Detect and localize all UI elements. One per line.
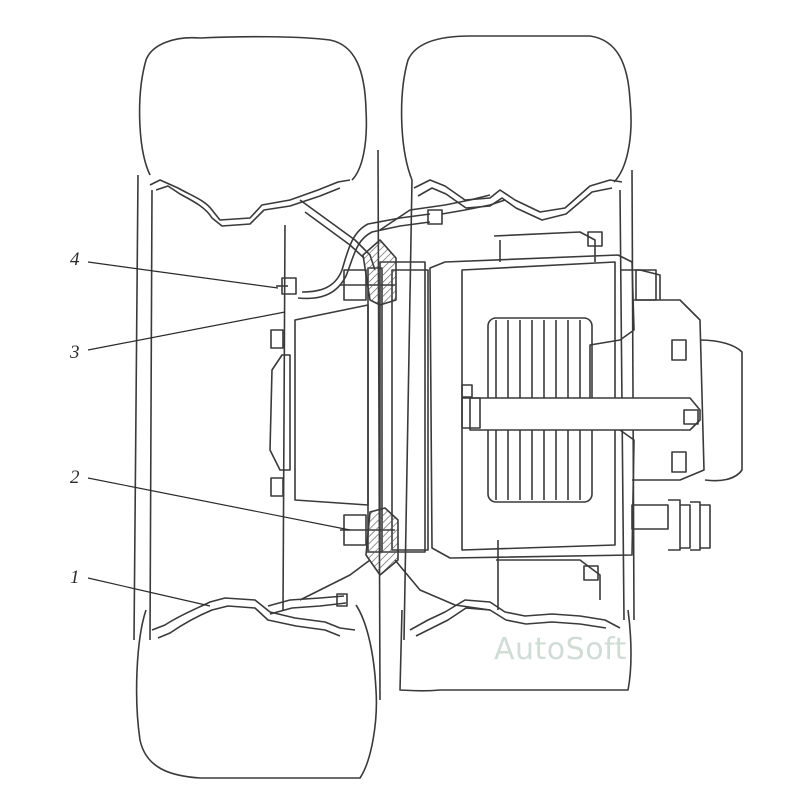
inner-tire [133, 35, 381, 779]
leader-line-1 [87, 577, 211, 607]
leader-line-4 [87, 261, 279, 289]
hub-assembly [267, 194, 506, 615]
leader-lines [87, 261, 351, 607]
leader-line-2 [87, 477, 351, 531]
callout-3: 3 [70, 342, 80, 363]
actuator-bellows [631, 499, 711, 551]
brake-caliper [429, 231, 743, 600]
leader-line-3 [87, 311, 286, 351]
callout-2: 2 [70, 467, 80, 488]
callout-4: 4 [70, 249, 80, 270]
outer-tire [399, 35, 635, 692]
callout-1: 1 [70, 567, 80, 588]
watermark: AutoSoft [494, 632, 627, 667]
